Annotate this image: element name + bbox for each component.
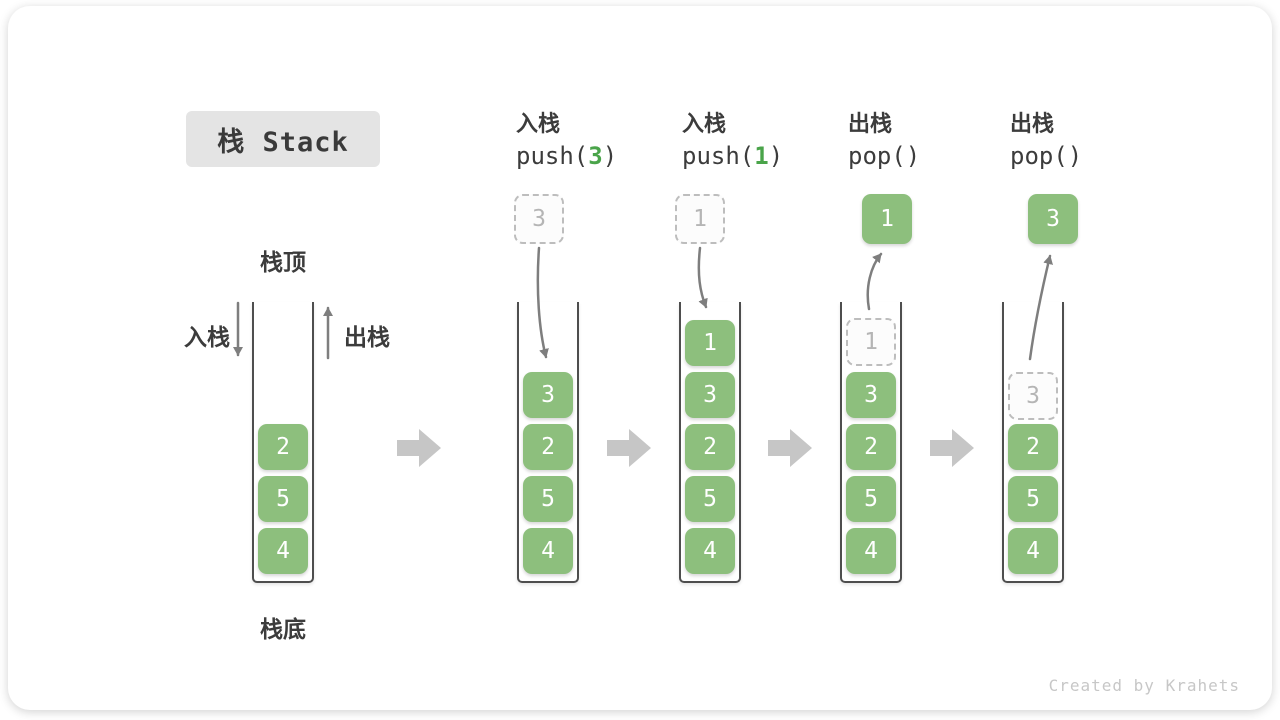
code-text: pop( <box>848 142 906 170</box>
stack-cell: 1 <box>685 320 735 366</box>
stack-cell: 4 <box>1008 528 1058 574</box>
stack-cell: 4 <box>846 528 896 574</box>
stack-cell: 2 <box>846 424 896 470</box>
stack-cell: 3 <box>523 372 573 418</box>
step-label: 出栈 <box>848 111 893 136</box>
code-text: push( <box>682 142 755 170</box>
transition-arrow-icon <box>768 429 812 467</box>
pushed-value-box: 3 <box>514 194 564 244</box>
popped-value-box: 3 <box>1028 194 1078 244</box>
stack-cell: 5 <box>846 476 896 522</box>
code-text: pop( <box>1010 142 1068 170</box>
stack-cell: 3 <box>846 372 896 418</box>
stack-bottom-label: 栈底 <box>260 616 306 642</box>
stack-cell: 2 <box>685 424 735 470</box>
transition-arrow-icon <box>397 429 441 467</box>
transition-arrow-icon <box>930 429 974 467</box>
stack-top-label: 栈顶 <box>260 249 306 275</box>
stack-cell: 3 <box>685 372 735 418</box>
push-direction-label: 入栈 <box>184 324 230 350</box>
step-label: 入栈 <box>682 111 727 136</box>
code-text: ) <box>1067 142 1083 170</box>
pushed-value-box: 1 <box>675 194 725 244</box>
step-code: pop() <box>1010 142 1082 170</box>
stack-cell: 2 <box>258 424 308 470</box>
step-label: 出栈 <box>1010 111 1055 136</box>
stack-cell: 5 <box>258 476 308 522</box>
code-arg: 3 <box>588 142 603 170</box>
step-code: push(1) <box>682 142 783 170</box>
diagram-title: 栈 Stack <box>186 111 380 167</box>
code-text: ) <box>905 142 921 170</box>
stack-cell-removed: 1 <box>846 318 896 366</box>
stack-cell: 5 <box>1008 476 1058 522</box>
step-code: pop() <box>848 142 920 170</box>
popped-value-box: 1 <box>862 194 912 244</box>
watermark: Created by Krahets <box>1048 676 1240 695</box>
code-text: ) <box>768 142 784 170</box>
code-arg: 1 <box>754 142 769 170</box>
stack-cell: 4 <box>685 528 735 574</box>
pop-direction-label: 出栈 <box>344 324 390 350</box>
code-text: push( <box>516 142 589 170</box>
stack-cell: 2 <box>523 424 573 470</box>
stack-cell: 4 <box>523 528 573 574</box>
stack-cell: 4 <box>258 528 308 574</box>
transition-arrow-icon <box>607 429 651 467</box>
stack-cell: 5 <box>523 476 573 522</box>
step-code: push(3) <box>516 142 617 170</box>
code-text: ) <box>602 142 618 170</box>
stack-cell: 2 <box>1008 424 1058 470</box>
stack-cell: 5 <box>685 476 735 522</box>
stack-cell-removed: 3 <box>1008 372 1058 420</box>
step-label: 入栈 <box>516 111 561 136</box>
